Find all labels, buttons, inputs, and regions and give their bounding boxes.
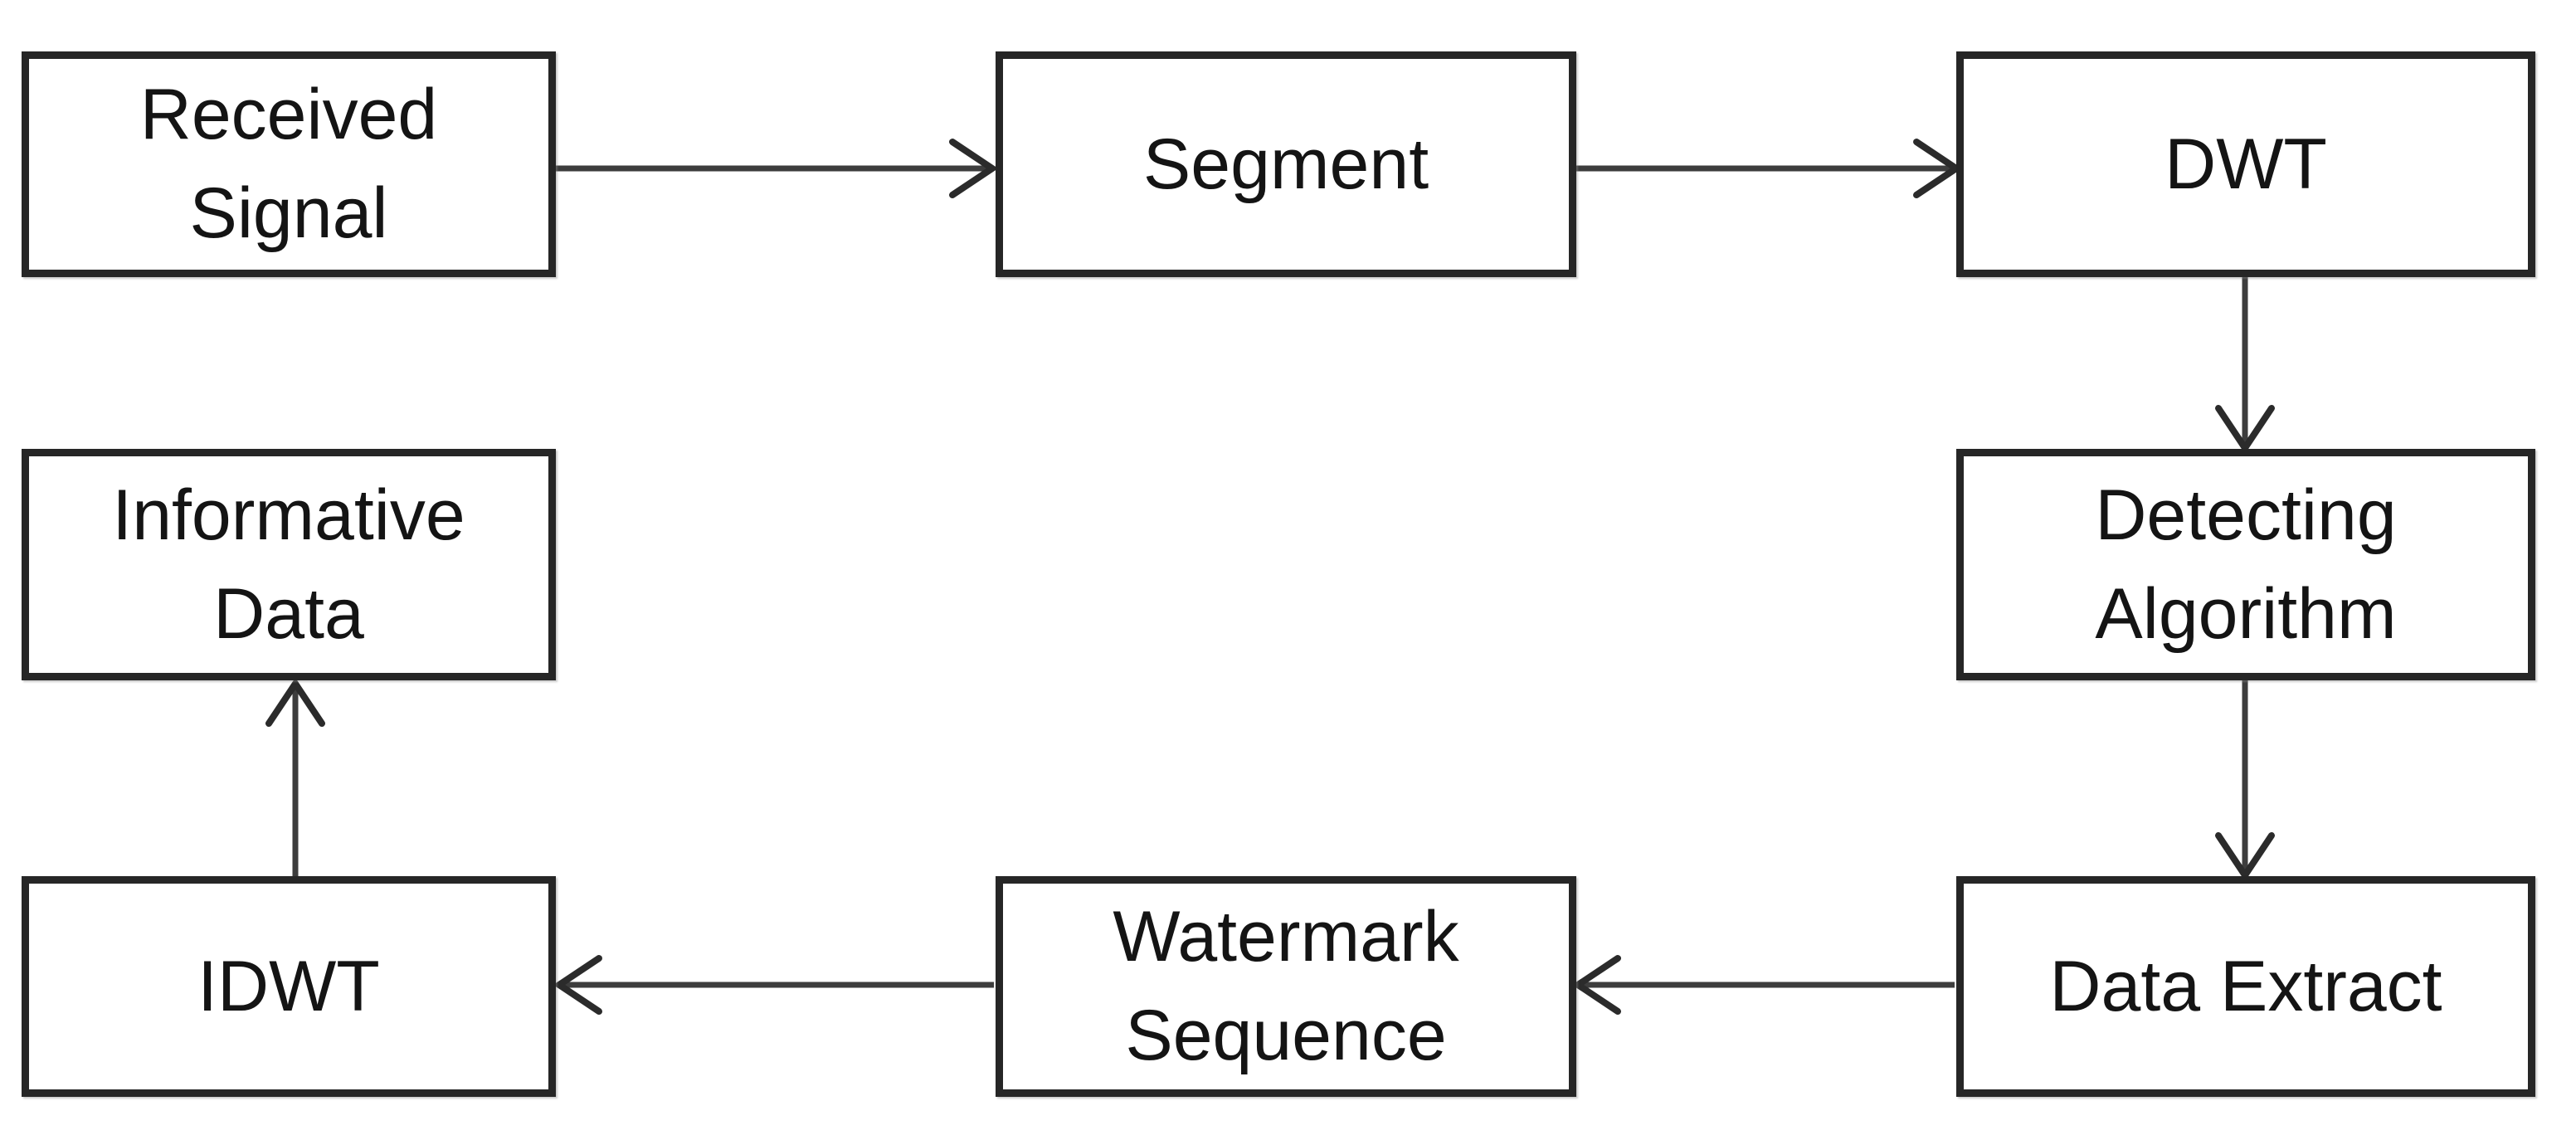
- arrow-data-extract-to-watermark-sequence: [1571, 955, 1955, 1015]
- node-received-signal: Received Signal: [22, 51, 556, 277]
- node-received-signal-label: Received Signal: [139, 75, 438, 253]
- node-watermark-sequence-label: Watermark Sequence: [1113, 897, 1459, 1075]
- arrow-received-signal-to-segment: [556, 139, 999, 198]
- node-detecting-algorithm-label: Detecting Algorithm: [2095, 475, 2397, 654]
- node-dwt: DWT: [1956, 51, 2535, 277]
- node-data-extract: Data Extract: [1956, 876, 2535, 1097]
- arrow-dwt-to-detecting-algorithm: [2215, 277, 2275, 455]
- arrow-detecting-algorithm-to-data-extract: [2215, 680, 2275, 882]
- node-segment-label: Segment: [1142, 124, 1429, 204]
- node-watermark-sequence: Watermark Sequence: [996, 876, 1576, 1097]
- node-idwt: IDWT: [22, 876, 556, 1097]
- arrow-idwt-to-informative-data: [265, 677, 325, 876]
- node-idwt-label: IDWT: [197, 946, 380, 1026]
- node-data-extract-label: Data Extract: [2049, 946, 2442, 1026]
- arrow-segment-to-dwt: [1576, 139, 1963, 198]
- node-detecting-algorithm: Detecting Algorithm: [1956, 449, 2535, 680]
- arrow-watermark-sequence-to-idwt: [553, 955, 994, 1015]
- node-informative-data: Informative Data: [22, 449, 556, 680]
- node-dwt-label: DWT: [2165, 124, 2327, 204]
- node-segment: Segment: [996, 51, 1576, 277]
- node-informative-data-label: Informative Data: [112, 475, 465, 654]
